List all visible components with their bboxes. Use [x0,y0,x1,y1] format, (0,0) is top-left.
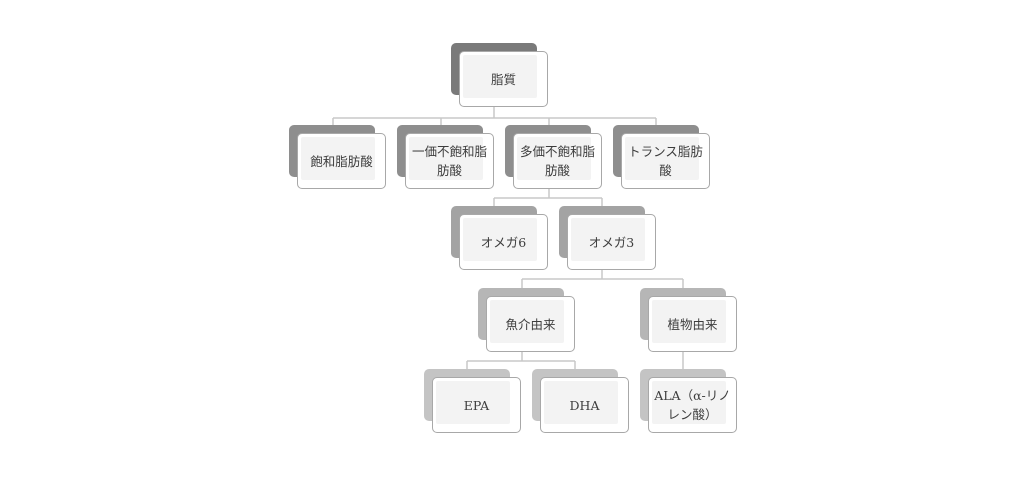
node-label: オメガ3 [588,234,635,250]
node-label: 植物由来 [667,316,718,332]
node-box [540,377,629,433]
node-label: ALA（α-リノレン酸） [654,388,731,422]
node-root: 脂質 [451,43,548,107]
node-ala: ALA（α-リノレン酸） [640,369,737,433]
node-box [567,214,656,270]
connector-omega3 [521,270,684,289]
node-label: 一価不飽和脂肪酸 [411,144,487,178]
node-label: EPA [463,397,490,413]
node-seafood: 魚介由来 [478,288,575,352]
node-label: 飽和脂肪酸 [310,153,373,169]
connector-seafood [466,352,576,370]
node-omega3: オメガ3 [559,206,656,270]
node-label: トランス脂肪酸 [628,144,703,178]
node-label: オメガ6 [480,234,527,250]
node-dha: DHA [532,369,629,433]
connector-root [332,106,657,126]
node-epa: EPA [424,369,521,433]
node-label: 魚介由来 [505,316,556,332]
node-omega6: オメガ6 [451,206,548,270]
node-box [432,377,521,433]
node-box [621,133,710,189]
node-box [459,51,548,107]
node-label: DHA [569,397,600,413]
node-box [648,377,737,433]
connector-poly [493,189,603,207]
node-box [648,296,737,352]
node-mono: 一価不飽和脂肪酸 [397,125,494,189]
node-poly: 多価不飽和脂肪酸 [505,125,602,189]
node-saturated: 飽和脂肪酸 [289,125,386,189]
node-trans: トランス脂肪酸 [613,125,710,189]
node-label: 多価不飽和脂肪酸 [519,144,595,178]
node-label: 脂質 [490,71,516,87]
node-plant: 植物由来 [640,288,737,352]
node-box [405,133,494,189]
node-box [459,214,548,270]
node-box [513,133,602,189]
node-box [486,296,575,352]
node-box [297,133,386,189]
